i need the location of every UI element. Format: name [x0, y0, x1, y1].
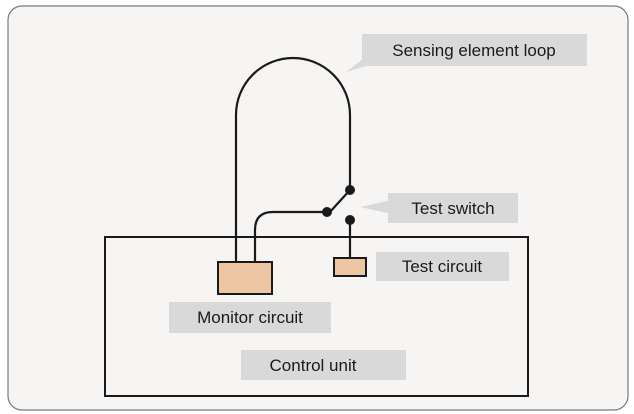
sensing-element-loop-wire	[234, 56, 352, 262]
diagram-panel	[7, 5, 629, 411]
monitor-circuit-component	[217, 261, 273, 295]
switch-contact-upper	[345, 185, 355, 195]
test-switch-callout-pointer	[360, 200, 392, 214]
test-circuit-component	[333, 257, 367, 277]
monitor-circuit-label: Monitor circuit	[197, 308, 303, 327]
monitor-circuit-label-box	[169, 302, 331, 333]
control-unit-label: Control unit	[270, 356, 357, 375]
test-circuit-label: Test circuit	[402, 257, 483, 276]
monitor-to-switch-wire	[253, 210, 327, 262]
test-switch-label: Test switch	[411, 199, 494, 218]
control-unit-label-box	[241, 350, 406, 380]
switch-contact-left	[322, 207, 332, 217]
switch-contact-lower	[345, 215, 355, 225]
control-unit-box	[104, 236, 529, 397]
test-circuit-label-box	[376, 252, 509, 281]
test-switch-label-box	[388, 193, 518, 223]
test-switch-blade	[328, 189, 351, 214]
sensing-loop-label-box	[362, 34, 587, 66]
sensing-loop-label: Sensing element loop	[392, 41, 556, 60]
